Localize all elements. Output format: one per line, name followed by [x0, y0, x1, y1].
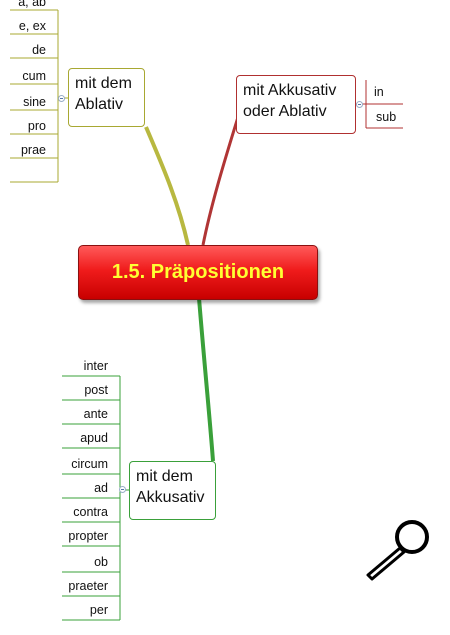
branch-ablativ-line1: mit dem — [75, 75, 132, 92]
collapse-toggle-ablativ[interactable] — [58, 95, 65, 102]
leaf-akkusativ-contra[interactable]: contra — [73, 505, 108, 519]
leaf-ablativ-de[interactable]: de — [32, 43, 46, 57]
leaf-ablativ-pro[interactable]: pro — [27, 119, 46, 133]
leaf-akkusativ-apud[interactable]: apud — [80, 431, 108, 445]
central-topic-label: 1.5. Präpositionen — [111, 261, 285, 283]
leaf-ablativ-e-ex[interactable]: e, ex — [18, 19, 46, 33]
branch-akkabl-line1: mit Akkusativ — [243, 82, 337, 99]
branch-akkusativ-line2: Akkusativ — [136, 489, 205, 506]
leaf-ablativ-prae[interactable]: prae — [20, 143, 46, 157]
magnifier-icon[interactable] — [362, 517, 434, 583]
akkusativ-leaf-lines — [62, 375, 129, 621]
collapse-toggle-akkusativ[interactable] — [119, 486, 126, 493]
branch-akkusativ[interactable]: mit dem Akkusativ — [129, 461, 216, 520]
branch-ablativ[interactable]: mit dem Ablativ — [68, 68, 145, 127]
leaf-ablativ-a-ab[interactable]: a, ab — [18, 0, 46, 9]
leaf-akkabl-sub[interactable]: sub — [376, 110, 397, 124]
connector-central-akkabl — [201, 116, 240, 246]
branch-akkusativ-oder-ablativ[interactable]: mit Akkusativ oder Ablativ — [236, 75, 356, 134]
central-topic[interactable]: 1.5. Präpositionen — [78, 245, 318, 300]
leaf-akkusativ-inter[interactable]: inter — [83, 359, 108, 373]
collapse-toggle-akkabl[interactable] — [356, 101, 363, 108]
leaf-akkusativ-praeter[interactable]: praeter — [68, 579, 108, 593]
branch-akkusativ-line1: mit dem — [136, 468, 193, 485]
leaf-akkusativ-ad[interactable]: ad — [94, 481, 108, 495]
leaf-akkusativ-ante[interactable]: ante — [83, 407, 108, 421]
leaf-akkusativ-circum[interactable]: circum — [71, 457, 108, 471]
connector-central-akkusativ — [197, 297, 215, 462]
leaf-akkusativ-ob[interactable]: ob — [94, 555, 108, 569]
leaf-ablativ-cum[interactable]: cum — [22, 69, 46, 83]
branch-ablativ-line2: Ablativ — [75, 96, 124, 113]
leaf-akkabl-in[interactable]: in — [374, 85, 384, 99]
connector-central-ablativ — [144, 126, 190, 246]
leaf-akkusativ-post[interactable]: post — [84, 383, 108, 397]
leaf-ablativ-sine[interactable]: sine — [23, 95, 46, 109]
branch-akkabl-line2: oder Ablativ — [243, 103, 327, 120]
leaf-akkusativ-propter[interactable]: propter — [68, 529, 108, 543]
leaf-akkusativ-per[interactable]: per — [89, 603, 108, 617]
